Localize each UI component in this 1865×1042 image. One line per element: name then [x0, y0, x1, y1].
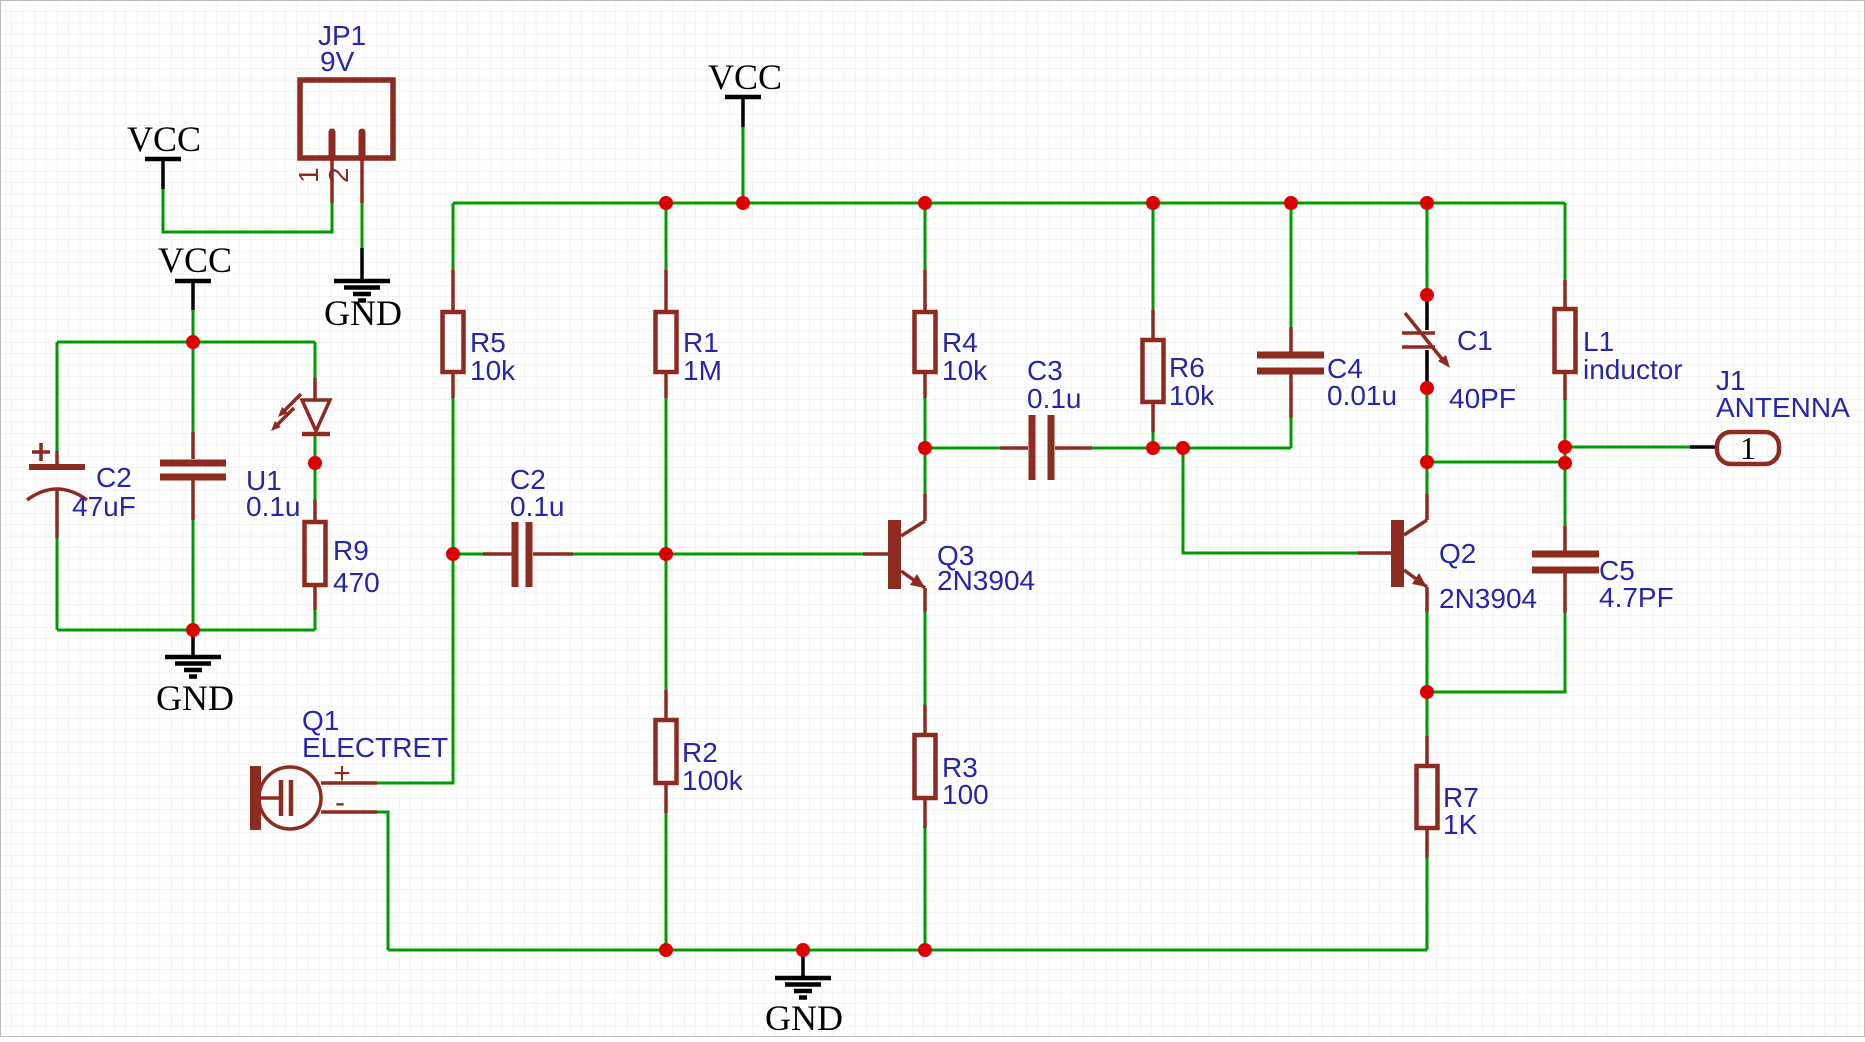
- q1-name-label: Q1: [302, 705, 339, 736]
- jp1-name-label: JP1: [318, 20, 366, 51]
- j1-name-label: J1: [1716, 365, 1746, 396]
- u1-value-label: 0.1u: [246, 491, 301, 522]
- j1-value-label: ANTENNA: [1716, 392, 1850, 423]
- resistor-r6[interactable]: R6 10k: [1140, 310, 1216, 432]
- r4-name-label: R4: [942, 327, 978, 358]
- c5-name-label: C5: [1599, 555, 1635, 586]
- c1-name-label: C1: [1457, 325, 1493, 356]
- capacitor-c2-filter[interactable]: C2 47uF: [25, 443, 136, 538]
- r9-name-label: R9: [333, 535, 369, 566]
- q3-value-label: 2N3904: [937, 565, 1035, 596]
- resistor-r2[interactable]: R2 100k: [653, 690, 744, 813]
- c2-input-name-label: C2: [510, 464, 546, 495]
- resistor-r9[interactable]: R9 470: [302, 500, 380, 610]
- inductor-l1[interactable]: L1 inductor: [1552, 280, 1683, 400]
- r4-value-label: 10k: [942, 355, 988, 386]
- q2-base-bar: [1391, 520, 1404, 587]
- microphone-q1[interactable]: Q1 ELECTRET + -: [250, 705, 448, 831]
- connector-j1[interactable]: J1 ANTENNA 1: [1690, 365, 1850, 467]
- jp1-value-label: 9V: [320, 46, 355, 77]
- resistor-r7[interactable]: R7 1K: [1414, 736, 1479, 858]
- connector-jp1[interactable]: JP1 9V 1 2: [293, 20, 396, 203]
- r1-value-label: 1M: [683, 355, 722, 386]
- r1-name-label: R1: [683, 327, 719, 358]
- jp1-pin1-number: 1: [293, 167, 324, 183]
- transistor-q2[interactable]: Q2 2N3904: [1358, 494, 1537, 614]
- resistor-r4[interactable]: R4 10k: [912, 270, 989, 398]
- gnd-label: GND: [324, 293, 402, 333]
- q3-name-label: Q3: [937, 540, 974, 571]
- q2-emitter-arrow-icon: [1412, 573, 1427, 587]
- resistor-r5[interactable]: R5 10k: [440, 270, 517, 398]
- junction-dots: [186, 196, 1572, 957]
- l1-name-label: L1: [1583, 326, 1614, 357]
- l1-value-label: inductor: [1583, 354, 1683, 385]
- r5-name-label: R5: [470, 327, 506, 358]
- c1-value-label: 40PF: [1449, 383, 1516, 414]
- trimmer-arrow-icon: [1438, 355, 1450, 368]
- r3-name-label: R3: [942, 752, 978, 783]
- resistor-r3[interactable]: R3 100: [912, 705, 989, 828]
- jp1-pin2-number: 2: [323, 167, 354, 183]
- r6-name-label: R6: [1169, 352, 1205, 383]
- capacitor-c2-input[interactable]: C2 0.1u: [483, 464, 573, 587]
- r5-value-label: 10k: [470, 355, 516, 386]
- vcc-label: VCC: [127, 119, 201, 159]
- capacitor-c1-trimmer[interactable]: C1 40PF: [1402, 295, 1516, 414]
- q3-base-bar: [888, 520, 901, 589]
- vcc-label: VCC: [708, 57, 782, 97]
- mic-body-icon: [250, 766, 261, 830]
- r6-value-label: 10k: [1169, 380, 1215, 411]
- c2-filter-value-label: 47uF: [72, 491, 136, 522]
- gnd-symbol-jp1[interactable]: GND: [324, 248, 402, 333]
- r7-value-label: 1K: [1443, 809, 1478, 840]
- c3-name-label: C3: [1027, 355, 1063, 386]
- light-arrow-icon: [278, 407, 288, 417]
- r2-name-label: R2: [682, 737, 718, 768]
- resistor-r1[interactable]: R1 1M: [653, 270, 722, 398]
- c5-value-label: 4.7PF: [1599, 582, 1674, 613]
- r9-value-label: 470: [333, 567, 380, 598]
- capacitor-c3[interactable]: C3 0.1u: [1000, 355, 1092, 480]
- j1-pin1-number: 1: [1740, 430, 1756, 466]
- q2-name-label: Q2: [1439, 538, 1476, 569]
- c2-filter-name-label: C2: [96, 462, 132, 493]
- light-arrow-icon: [282, 392, 303, 413]
- r3-value-label: 100: [942, 779, 989, 810]
- r2-value-label: 100k: [682, 765, 744, 796]
- trimmer-arrow-icon: [1403, 311, 1444, 361]
- gnd-label: GND: [765, 998, 843, 1037]
- r7-name-label: R7: [1443, 782, 1479, 813]
- light-arrow-icon: [271, 421, 281, 431]
- vcc-symbol-left-lower[interactable]: VCC: [158, 240, 232, 310]
- c4-name-label: C4: [1327, 353, 1363, 384]
- u1-name-label: U1: [246, 465, 282, 496]
- transistor-q3[interactable]: Q3 2N3904: [863, 494, 1035, 612]
- c4-value-label: 0.01u: [1327, 380, 1397, 411]
- q1-value-label: ELECTRET: [302, 732, 448, 763]
- light-arrow-icon: [275, 406, 296, 427]
- gnd-label: GND: [156, 678, 234, 718]
- vcc-label: VCC: [158, 240, 232, 280]
- capacitor-u1[interactable]: U1 0.1u: [160, 432, 301, 522]
- q2-value-label: 2N3904: [1439, 583, 1537, 614]
- c2-input-value-label: 0.1u: [510, 491, 565, 522]
- q1-minus-label: -: [335, 786, 345, 819]
- c3-value-label: 0.1u: [1027, 383, 1082, 414]
- q3-emitter-arrow-icon: [910, 574, 925, 588]
- vcc-symbol-top[interactable]: VCC: [708, 57, 782, 127]
- capacitor-c5[interactable]: C5 4.7PF: [1532, 526, 1674, 613]
- led[interactable]: [271, 378, 333, 437]
- gnd-symbol-left[interactable]: GND: [156, 630, 234, 718]
- vcc-symbol-left-upper[interactable]: VCC: [127, 119, 201, 189]
- capacitor-c4[interactable]: C4 0.01u: [1257, 327, 1397, 418]
